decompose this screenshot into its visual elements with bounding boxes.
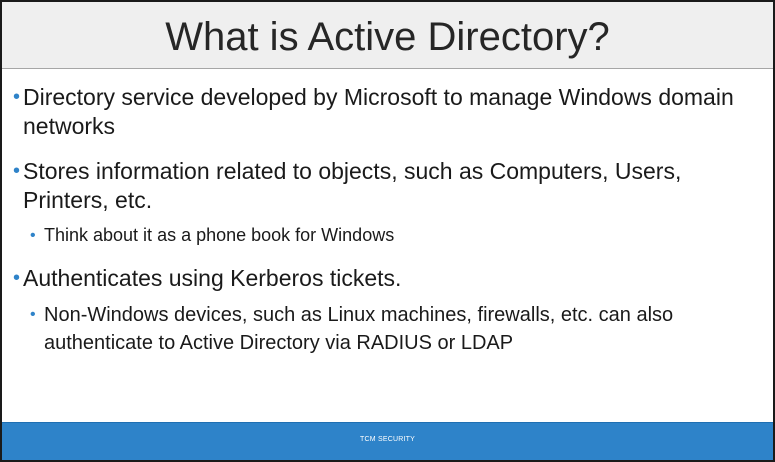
title-band: What is Active Directory? xyxy=(2,2,773,68)
title-divider xyxy=(2,68,773,69)
bullet-text: Directory service developed by Microsoft… xyxy=(23,84,734,139)
sub-bullet-marker: • xyxy=(30,306,36,323)
slide-content: • Directory service developed by Microso… xyxy=(13,83,753,357)
sub-bullet-text: Non-Windows devices, such as Linux machi… xyxy=(44,304,674,354)
bullet-item: • Authenticates using Kerberos tickets. xyxy=(13,264,753,293)
sub-bullet-marker: • xyxy=(30,227,36,244)
sub-bullet-item: • Non-Windows devices, such as Linux mac… xyxy=(13,301,753,357)
bullet-text: Stores information related to objects, s… xyxy=(23,158,682,213)
slide-title: What is Active Directory? xyxy=(165,15,610,59)
footer-text: TCM SECURITY xyxy=(360,436,415,443)
bullet-marker: • xyxy=(13,160,21,182)
sub-bullet-item: • Think about it as a phone book for Win… xyxy=(13,223,753,248)
bullet-item: • Stores information related to objects,… xyxy=(13,157,753,215)
sub-bullet-text: Think about it as a phone book for Windo… xyxy=(44,225,395,245)
bullet-text: Authenticates using Kerberos tickets. xyxy=(23,265,402,291)
bullet-marker: • xyxy=(13,86,21,108)
bullet-marker: • xyxy=(13,267,21,289)
footer-band: TCM SECURITY xyxy=(2,422,773,460)
bullet-item: • Directory service developed by Microso… xyxy=(13,83,753,141)
